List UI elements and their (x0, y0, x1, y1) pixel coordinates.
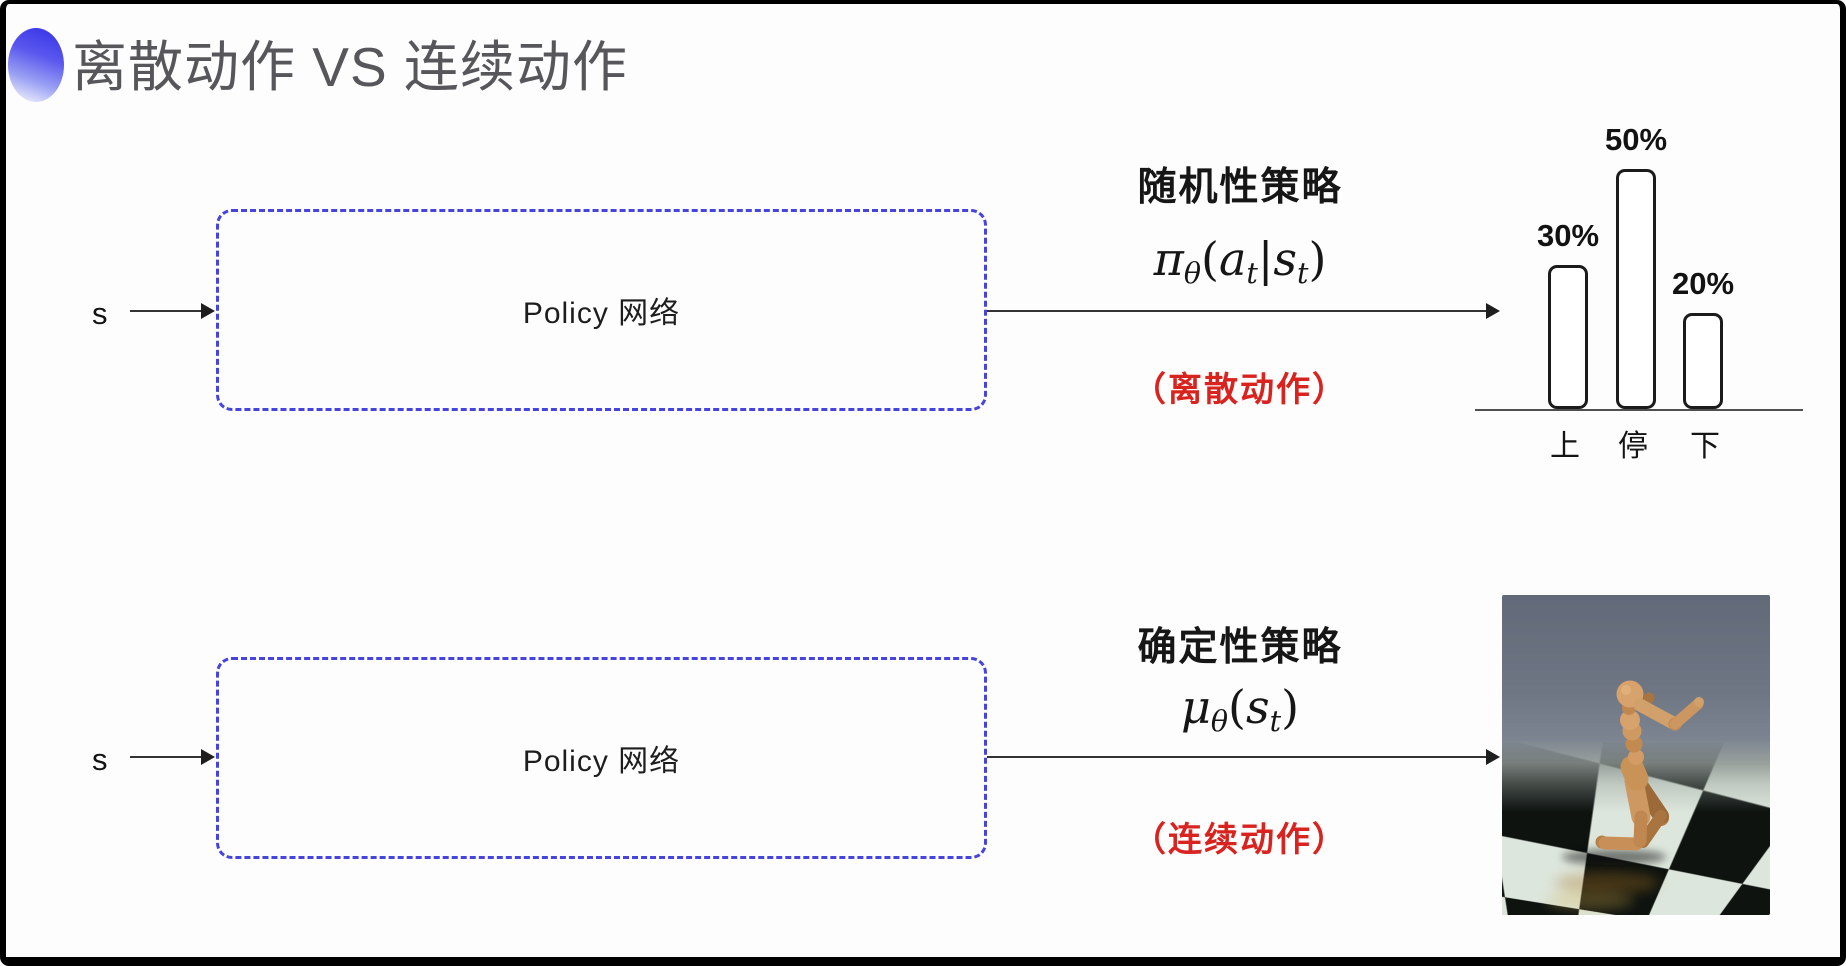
discrete-action-label: （离散动作） (1132, 371, 1348, 409)
bar-down: 20% (1671, 266, 1735, 409)
action-probability-chart: 30% 50% 20% 上 停 下 (1475, 118, 1805, 463)
policy-network-label-bottom: Policy 网络 (522, 745, 681, 778)
humanoid-simulation-image (1502, 595, 1770, 915)
bar-up: 30% (1536, 218, 1600, 409)
arrow-state-to-policy-bottom (130, 749, 215, 765)
bar-stop: 50% (1604, 122, 1668, 409)
policy-network-box-top: Policy 网络 (216, 209, 987, 411)
stochastic-policy-formula: πθ(at|st) (1153, 232, 1327, 290)
stochastic-policy-title: 随机性策略 (1137, 166, 1343, 209)
category-label-down: 下 (1690, 430, 1720, 463)
chart-baseline (1475, 409, 1803, 411)
humanoid-figure (1546, 680, 1704, 910)
category-label-stop: 停 (1618, 430, 1648, 463)
arrow-state-to-policy-top (130, 303, 215, 319)
arrow-policy-to-output-bottom (987, 749, 1500, 765)
page-title: 离散动作 VS 连续动作 (72, 36, 628, 98)
title-accent-circle (8, 28, 64, 102)
bar-stop-value: 50% (1604, 122, 1668, 157)
state-input-label-top: s (92, 296, 108, 331)
continuous-action-label: （连续动作） (1132, 821, 1348, 859)
bar-up-rect (1548, 265, 1588, 409)
bar-down-value: 20% (1671, 266, 1735, 301)
bar-down-rect (1683, 313, 1723, 409)
bar-stop-rect (1616, 169, 1656, 409)
bar-up-value: 30% (1536, 218, 1600, 253)
deterministic-policy-title: 确定性策略 (1137, 626, 1343, 669)
state-input-label-bottom: s (92, 742, 108, 777)
category-label-up: 上 (1550, 430, 1580, 463)
policy-network-label-top: Policy 网络 (522, 297, 681, 330)
deterministic-policy-formula: μθ(st) (1180, 680, 1300, 738)
arrow-policy-to-output-top (987, 303, 1500, 319)
policy-network-box-bottom: Policy 网络 (216, 657, 987, 859)
